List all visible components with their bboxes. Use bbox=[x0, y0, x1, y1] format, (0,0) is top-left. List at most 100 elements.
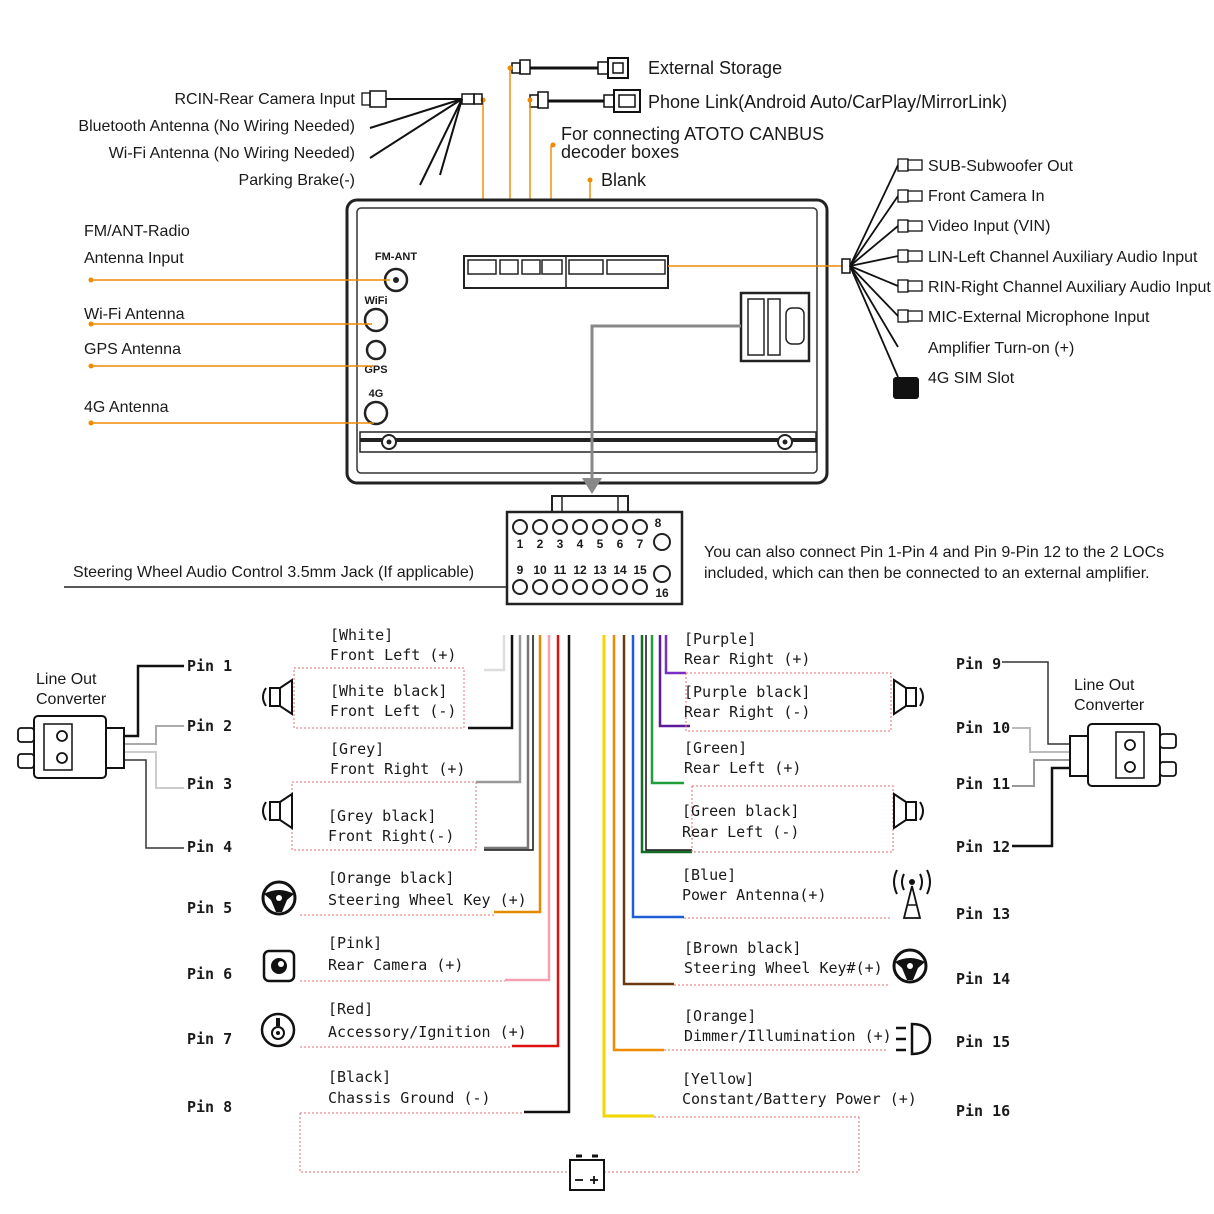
left-converter-label-1: Line Out bbox=[36, 671, 97, 688]
wire-func: Rear Left (+) bbox=[684, 759, 801, 777]
wire-color: [Yellow] bbox=[682, 1070, 754, 1088]
wire-func: Constant/Battery Power (+) bbox=[682, 1090, 917, 1108]
canbus-label-2: decoder boxes bbox=[561, 142, 679, 162]
wire-color: [Orange black] bbox=[328, 869, 454, 887]
external-storage-label: External Storage bbox=[648, 58, 782, 78]
speaker-icon bbox=[262, 792, 293, 830]
rca-label: SUB-Subwoofer Out bbox=[928, 158, 1074, 175]
head-unit bbox=[345, 198, 829, 485]
pin-num: 14 bbox=[613, 563, 627, 577]
rca-label: 4G SIM Slot bbox=[928, 370, 1015, 387]
pin-label: Pin 12 bbox=[956, 838, 1010, 856]
wire-func: Rear Right (+) bbox=[684, 650, 810, 668]
speaker-icon bbox=[893, 792, 924, 830]
fm-ant-port-label: FM-ANT bbox=[375, 251, 417, 263]
wifi-antenna-wire-label: Wi-Fi Antenna (No Wiring Needed) bbox=[109, 145, 355, 162]
wire-color: [Purple] bbox=[684, 630, 756, 648]
right-converter-label-2: Converter bbox=[1074, 697, 1145, 714]
pin-num: 7 bbox=[637, 537, 644, 551]
speaker-icon bbox=[262, 678, 293, 716]
wire-color: [Green] bbox=[684, 739, 747, 757]
wire-color: [White black] bbox=[330, 682, 447, 700]
harness-note-1: You can also connect Pin 1-Pin 4 and Pin… bbox=[704, 544, 1164, 561]
wire-color: [Orange] bbox=[684, 1007, 756, 1025]
rca-label: Video Input (VIN) bbox=[928, 218, 1050, 235]
steering-wheel-icon bbox=[261, 880, 297, 916]
steering-wheel-icon bbox=[892, 948, 928, 984]
canbus-label-1: For connecting ATOTO CANBUS bbox=[561, 124, 824, 144]
gps-antenna-label: GPS Antenna bbox=[84, 341, 181, 358]
wire-color: [Green black] bbox=[682, 802, 799, 820]
fm-antenna-label-2: Antenna Input bbox=[84, 250, 184, 267]
right-wire-verticals bbox=[602, 635, 692, 1118]
pin-num: 8 bbox=[655, 516, 662, 530]
rca-label: RIN-Right Channel Auxiliary Audio Input bbox=[928, 279, 1211, 296]
left-line-out-converter bbox=[17, 664, 184, 849]
ignition-key-icon bbox=[260, 1012, 296, 1048]
pin-num: 15 bbox=[633, 563, 647, 577]
pin-label: Pin 2 bbox=[187, 717, 232, 735]
right-pin-labels: Pin 9 Pin 10 Pin 11 Pin 12 Pin 13 Pin 14… bbox=[956, 655, 1010, 1120]
right-converter-label-1: Line Out bbox=[1074, 677, 1135, 694]
speaker-icon bbox=[893, 678, 924, 716]
right-line-out-converter bbox=[1002, 661, 1177, 848]
pin-num: 9 bbox=[517, 563, 524, 577]
wire-color: [Grey] bbox=[330, 740, 384, 758]
bluetooth-antenna-label: Bluetooth Antenna (No Wiring Needed) bbox=[78, 118, 355, 135]
wire-func: Front Left (+) bbox=[330, 646, 456, 664]
pin-label: Pin 14 bbox=[956, 970, 1010, 988]
steering-jack-label: Steering Wheel Audio Control 3.5mm Jack … bbox=[73, 564, 474, 581]
wire-color: [Red] bbox=[328, 1000, 373, 1018]
wire-func: Accessory/Ignition (+) bbox=[328, 1023, 527, 1041]
pin-label: Pin 7 bbox=[187, 1030, 232, 1048]
wire-color: [Grey black] bbox=[328, 807, 436, 825]
wire-func: Front Right(-) bbox=[328, 827, 454, 845]
pin-label: Pin 5 bbox=[187, 899, 232, 917]
rca-label: MIC-External Microphone Input bbox=[928, 309, 1150, 326]
left-converter-label-2: Converter bbox=[36, 691, 107, 708]
wire-func: Chassis Ground (-) bbox=[328, 1089, 491, 1107]
pin-label: Pin 3 bbox=[187, 775, 232, 793]
rca-label: Amplifier Turn-on (+) bbox=[928, 340, 1074, 357]
wire-func: Dimmer/Illumination (+) bbox=[684, 1027, 892, 1045]
wire-func: Steering Wheel Key#(+) bbox=[684, 959, 883, 977]
wire-func: Power Antenna(+) bbox=[682, 886, 827, 904]
wire-func: Rear Right (-) bbox=[684, 703, 810, 721]
right-wire-labels: [Purple] Rear Right (+) [Purple black] R… bbox=[682, 630, 917, 1108]
pin-label: Pin 13 bbox=[956, 905, 1010, 923]
left-wire-verticals bbox=[468, 635, 571, 1114]
wire-func: Rear Left (-) bbox=[682, 823, 799, 841]
external-storage-connector bbox=[511, 57, 629, 79]
wire-func: Front Left (-) bbox=[330, 702, 456, 720]
wire-func: Front Right (+) bbox=[330, 760, 465, 778]
pin-num: 16 bbox=[655, 586, 669, 600]
phone-link-connector bbox=[529, 89, 641, 113]
wifi-antenna-label: Wi-Fi Antenna bbox=[84, 306, 185, 323]
4g-antenna-label: 4G Antenna bbox=[84, 399, 169, 416]
left-wire-labels: [White] Front Left (+) [White black] Fro… bbox=[328, 626, 527, 1107]
4g-port-label: 4G bbox=[369, 388, 384, 400]
fm-antenna-label-1: FM/ANT-Radio bbox=[84, 223, 190, 240]
pin-num: 13 bbox=[593, 563, 607, 577]
wire-color: [Brown black] bbox=[684, 939, 801, 957]
pin-label: Pin 9 bbox=[956, 655, 1001, 673]
phone-link-label: Phone Link(Android Auto/CarPlay/MirrorLi… bbox=[648, 92, 1007, 112]
pin-label: Pin 1 bbox=[187, 657, 232, 675]
pin-num: 11 bbox=[554, 563, 567, 577]
antenna-tower-icon bbox=[893, 869, 931, 919]
wire-func: Rear Camera (+) bbox=[328, 956, 463, 974]
left-top-wire-bundle bbox=[361, 90, 483, 186]
rear-camera-input-label: RCIN-Rear Camera Input bbox=[175, 91, 356, 108]
left-pin-labels: Pin 1 Pin 2 Pin 3 Pin 4 Pin 5 Pin 6 Pin … bbox=[187, 657, 232, 1116]
harness-plug: 1 2 3 4 5 6 7 8 9 10 11 12 13 14 15 16 bbox=[505, 495, 684, 606]
pin-label: Pin 15 bbox=[956, 1033, 1010, 1051]
wire-color: [Purple black] bbox=[684, 683, 810, 701]
pin-num: 3 bbox=[557, 537, 564, 551]
wire-color: [White] bbox=[330, 626, 393, 644]
right-rca-labels: SUB-Subwoofer Out Front Camera In Video … bbox=[928, 158, 1211, 387]
gps-port-label: GPS bbox=[364, 364, 387, 376]
pin-label: Pin 10 bbox=[956, 719, 1010, 737]
harness-note-2: included, which can then be connected to… bbox=[704, 565, 1150, 582]
left-antenna-leads bbox=[88, 277, 390, 426]
